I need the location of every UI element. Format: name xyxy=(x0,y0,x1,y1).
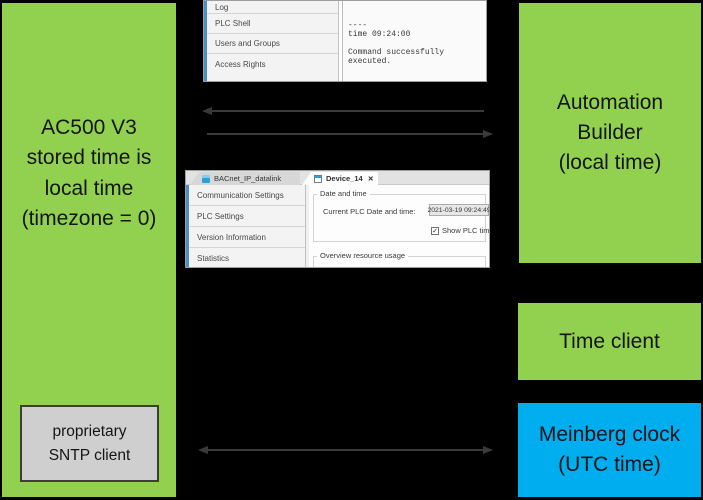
ac500-panel: AC500 V3 stored time is local time (time… xyxy=(2,3,176,497)
plc-shell-output[interactable]: ---- time 09:24:00 Command successfully … xyxy=(342,1,486,81)
group-title: Overview resource usage xyxy=(317,251,409,260)
arrow-left-line xyxy=(211,110,484,112)
sidebar-item-plc-shell[interactable]: PLC Shell xyxy=(207,14,338,34)
tab-label: Device_14 xyxy=(326,174,363,183)
sidebar-item-statistics[interactable]: Statistics xyxy=(197,254,230,263)
show-utc-checkbox[interactable]: ✓ xyxy=(431,226,439,235)
device-editor-screenshot: BACnet_IP_datalink Device_14 ✕ Communica… xyxy=(185,170,490,268)
shell-output-line xyxy=(348,39,486,48)
date-and-time-group xyxy=(313,194,486,242)
show-utc-row: ✓ Show PLC time in UTC xyxy=(431,226,490,235)
plc-datetime-label: Current PLC Date and time: xyxy=(323,207,416,216)
tab-bacnet-ip-datalink[interactable]: BACnet_IP_datalink xyxy=(190,172,300,185)
plc-datetime-field[interactable]: 2021-03-19 09:24:49 xyxy=(427,204,489,216)
arrow-right-line xyxy=(207,133,483,135)
arrow-double-left-head-icon xyxy=(198,446,208,454)
meinberg-clock-box: Meinberg clock (UTC time) xyxy=(518,403,701,497)
device-editor-content: Date and time Current PLC Date and time:… xyxy=(309,185,489,267)
plc-shell-screenshot: Log PLC Shell Users and Groups Access Ri… xyxy=(203,0,487,82)
device-editor-icon xyxy=(314,174,322,183)
device-editor-sidebar: Communication Settings PLC Settings Vers… xyxy=(186,185,306,267)
sidebar-item-users-and-groups[interactable]: Users and Groups xyxy=(207,34,338,54)
ac500-title: AC500 V3 stored time is local time (time… xyxy=(21,116,157,231)
sidebar-item-access-rights[interactable]: Access Rights xyxy=(215,59,266,69)
shell-output-line: ---- xyxy=(348,21,368,30)
editor-tab-bar: BACnet_IP_datalink Device_14 ✕ xyxy=(186,171,489,185)
sntp-client-box: proprietary SNTP client xyxy=(20,405,159,482)
arrow-double-right-head-icon xyxy=(483,446,493,454)
shell-output-line: Command successfully executed. xyxy=(348,48,445,66)
arrow-double-line xyxy=(207,449,483,451)
arrow-right-head-icon xyxy=(483,130,493,138)
sidebar-item-log[interactable]: Log xyxy=(207,1,338,14)
bacnet-device-icon xyxy=(202,174,210,183)
tab-label: BACnet_IP_datalink xyxy=(214,174,282,183)
show-utc-label: Show PLC time in UTC xyxy=(442,226,490,235)
shell-output-line: time 09:24:00 xyxy=(348,30,411,39)
tab-close-icon[interactable]: ✕ xyxy=(367,175,374,183)
arrow-left-head-icon xyxy=(202,107,212,115)
sidebar-item-version-information[interactable]: Version Information xyxy=(189,227,305,248)
sidebar-item-communication-settings[interactable]: Communication Settings xyxy=(189,185,305,206)
tab-device-14[interactable]: Device_14 ✕ xyxy=(302,172,378,185)
sidebar-item-plc-settings[interactable]: PLC Settings xyxy=(189,206,305,227)
group-title: Date and time xyxy=(317,189,370,198)
time-client-box: Time client xyxy=(518,303,701,380)
plc-shell-sidebar: Log PLC Shell Users and Groups Access Ri… xyxy=(204,1,339,81)
automation-builder-box: Automation Builder (local time) xyxy=(519,3,701,263)
